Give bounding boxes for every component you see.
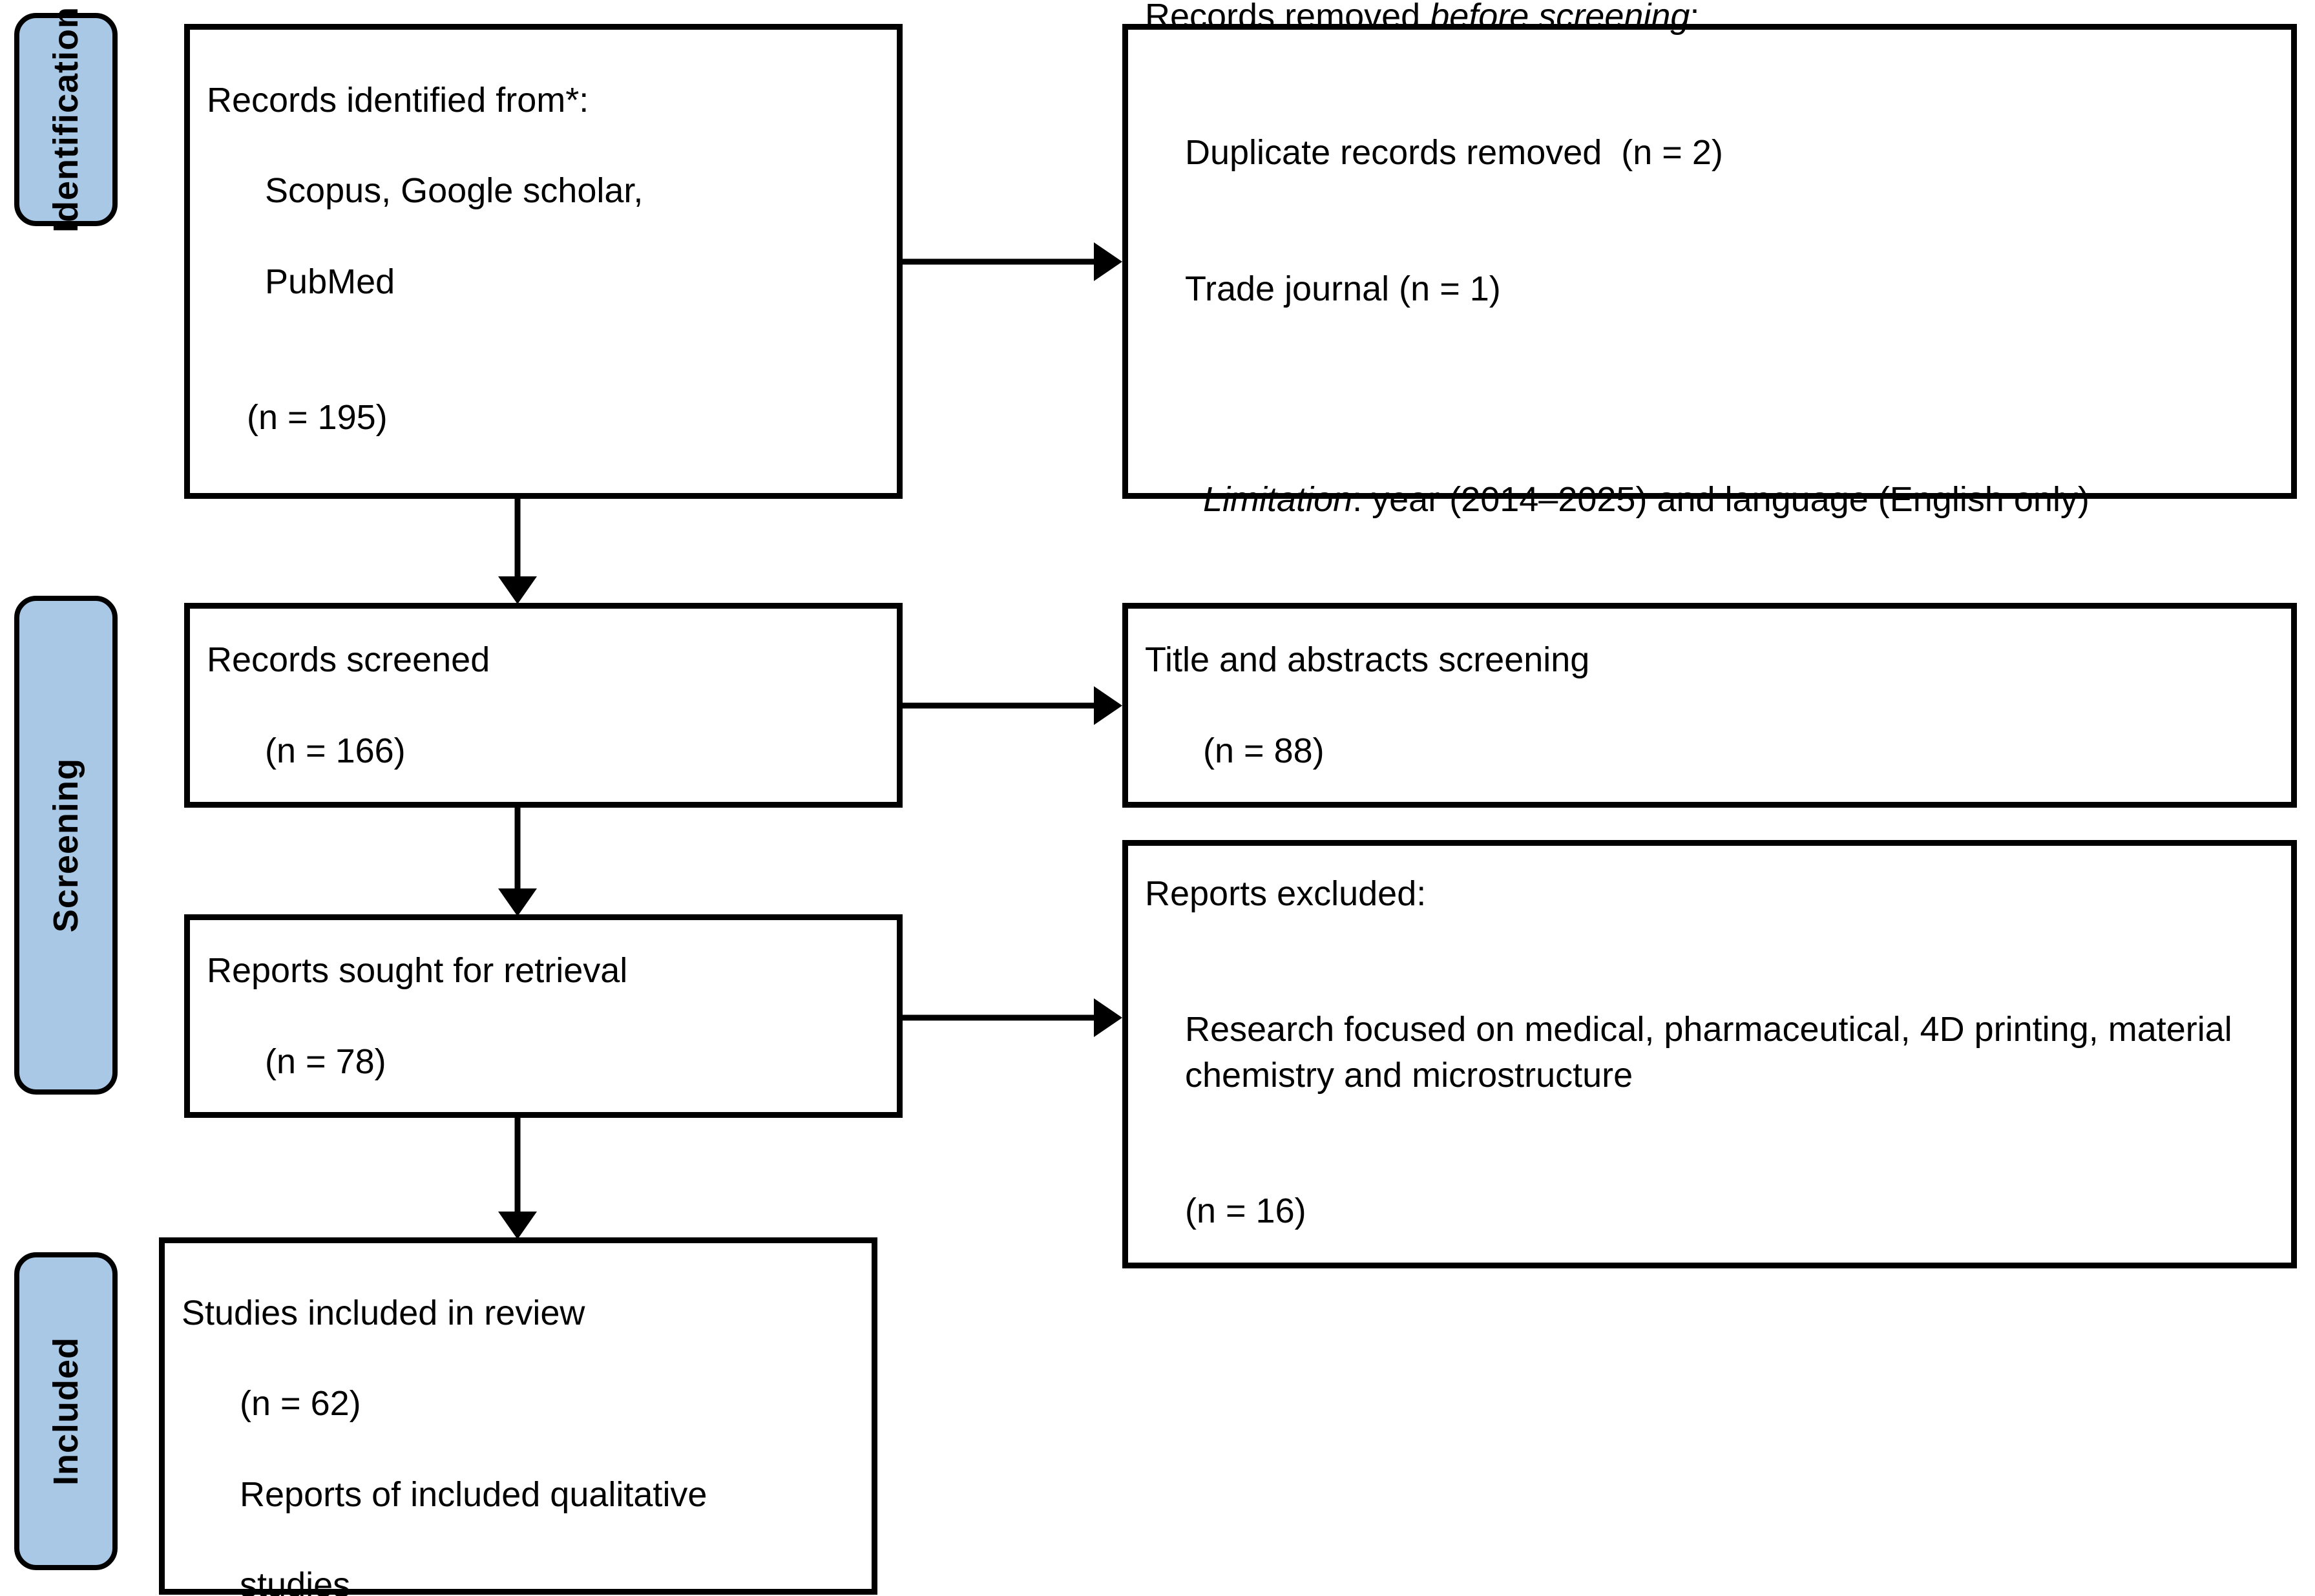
records-removed-text: Records removed before screening: Duplic… xyxy=(1128,0,2291,523)
box-reports-excluded: Reports excluded: Research focused on me… xyxy=(1122,840,2297,1268)
connector-identified-to-screened xyxy=(492,499,543,605)
studies-included-line1: Studies included in review xyxy=(182,1294,585,1332)
box-records-screened: Records screened (n = 166) xyxy=(184,603,903,808)
connector-screened-to-title-abstracts xyxy=(903,680,1125,731)
studies-included-text: Studies included in review (n = 62) Repo… xyxy=(165,1290,872,1596)
box-studies-included: Studies included in review (n = 62) Repo… xyxy=(159,1237,877,1596)
phase-pill-included: Included xyxy=(14,1252,118,1570)
connector-sought-to-included xyxy=(492,1118,543,1241)
records-identified-line2: Scopus, Google scholar, xyxy=(265,171,644,211)
records-removed-heading-plain: Records removed xyxy=(1145,0,1430,36)
records-identified-text: Records identified from*: Scopus, Google… xyxy=(190,78,897,441)
reports-excluded-text: Reports excluded: Research focused on me… xyxy=(1128,871,2291,1234)
records-removed-duplicates: Duplicate records removed (n = 2) xyxy=(1185,133,1723,173)
reports-excluded-heading: Reports excluded: xyxy=(1145,874,1427,913)
connector-identified-to-removed xyxy=(903,236,1125,288)
records-identified-count: (n = 195) xyxy=(247,398,388,437)
connector-screened-to-sought xyxy=(492,808,543,918)
records-removed-heading-italic: before screening xyxy=(1430,0,1690,36)
records-identified-line1: Records identified from*: xyxy=(207,80,589,120)
records-removed-limitation-text: : year (2014–2025) and language (English… xyxy=(1352,480,2090,520)
reports-sought-line1: Reports sought for retrieval xyxy=(207,951,628,991)
title-abstracts-line1: Title and abstracts screening xyxy=(1145,640,1590,680)
records-identified-line3: PubMed xyxy=(265,262,395,301)
reports-sought-text: Reports sought for retrieval (n = 78) xyxy=(190,948,897,1084)
reports-excluded-count: (n = 16) xyxy=(1185,1192,1306,1231)
reports-excluded-reason: Research focused on medical, pharmaceuti… xyxy=(1185,1010,2242,1095)
phase-label-screening: Screening xyxy=(47,757,85,933)
title-abstracts-text: Title and abstracts screening (n = 88) xyxy=(1128,637,2291,773)
box-records-identified: Records identified from*: Scopus, Google… xyxy=(184,24,903,499)
box-reports-sought: Reports sought for retrieval (n = 78) xyxy=(184,914,903,1118)
records-screened-text: Records screened (n = 166) xyxy=(190,637,897,773)
box-title-abstracts-screening: Title and abstracts screening (n = 88) xyxy=(1122,603,2297,808)
records-removed-limitation-label: Limitation xyxy=(1203,480,1353,520)
phase-pill-identification: Identification xyxy=(14,6,118,233)
studies-included-line3: Reports of included qualitative xyxy=(240,1475,707,1514)
title-abstracts-count: (n = 88) xyxy=(1203,731,1325,770)
box-records-removed: Records removed before screening: Duplic… xyxy=(1122,0,2297,519)
reports-sought-count: (n = 78) xyxy=(265,1042,386,1081)
phase-pill-screening: Screening xyxy=(14,596,118,1095)
studies-included-count: (n = 62) xyxy=(240,1384,361,1423)
phase-label-included: Included xyxy=(47,1336,85,1486)
phase-label-identification: Identification xyxy=(47,6,85,233)
connector-sought-to-excluded xyxy=(903,992,1125,1044)
studies-included-line4: studies xyxy=(240,1566,351,1596)
records-screened-count: (n = 166) xyxy=(265,731,406,770)
records-screened-line1: Records screened xyxy=(207,640,490,680)
records-removed-spacer xyxy=(1145,402,2274,432)
records-removed-trade-journal: Trade journal (n = 1) xyxy=(1185,269,1501,308)
records-removed-heading-colon: : xyxy=(1690,0,1700,36)
